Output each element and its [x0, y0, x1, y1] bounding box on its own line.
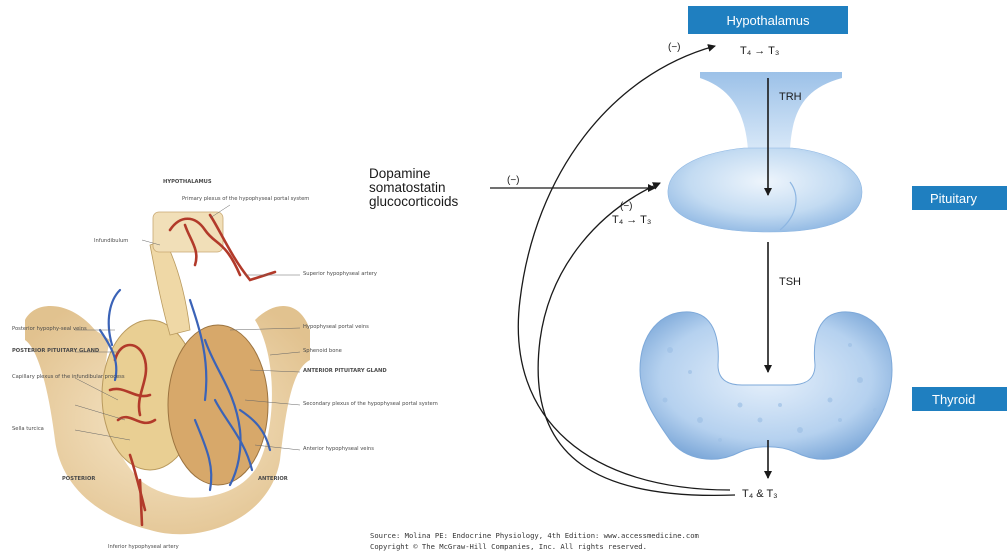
- inhibitor-glucocorticoids: glucocorticoids: [369, 194, 459, 209]
- pituitary-stalk-shape: [700, 72, 842, 150]
- output-hormones: T₄ & T₃: [742, 488, 778, 500]
- infundibulum-label: Infundibulum: [94, 238, 128, 244]
- pit-feedback-sign: (−): [620, 201, 633, 212]
- inhibitor-dopamine: Dopamine: [369, 166, 431, 181]
- primary-plexus-label: Primary plexus of the hypophyseal portal…: [182, 196, 309, 202]
- anterior-gland-label: ANTERIOR PITUITARY GLAND: [303, 368, 387, 374]
- posterior-gland-label: POSTERIOR PITUITARY GLAND: [12, 348, 100, 354]
- thyroid-feedback-diagram: Hypothalamus (−) T₄ → T₃ TRH Pituitary D…: [369, 6, 1007, 551]
- trh-label: TRH: [779, 91, 802, 103]
- secondary-plexus-label: Secondary plexus of the hypophyseal port…: [303, 401, 438, 407]
- pit-conversion-text: T₄ → T₃: [612, 214, 651, 226]
- top-conversion-text: T₄ → T₃: [740, 45, 779, 57]
- top-feedback-sign: (−): [668, 42, 681, 53]
- superior-artery-label: Superior hypophyseal artery: [303, 271, 377, 277]
- capillary-plexus-label: Capillary plexus of the infundibular pro…: [12, 374, 125, 380]
- hypothalamus-bar-text: Hypothalamus: [726, 13, 810, 28]
- anterior-veins-label: Anterior hypophyseal veins: [303, 446, 374, 452]
- sella-turcica-label: Sella turcica: [12, 426, 44, 432]
- portal-veins-label: Hypophyseal portal veins: [303, 324, 369, 330]
- source-line-2: Copyright © The McGraw-Hill Companies, I…: [370, 542, 647, 551]
- posterior-direction-label: POSTERIOR: [62, 476, 95, 482]
- posterior-veins-label: Posterior hypophy-seal veins: [12, 326, 87, 332]
- inhibitor-somatostatin: somatostatin: [369, 180, 446, 195]
- thyroid-bar-text: Thyroid: [932, 392, 975, 407]
- pituitary-gland-shape: [668, 148, 862, 232]
- pituitary-bar-text: Pituitary: [930, 191, 977, 206]
- source-line-1: Source: Molina PE: Endocrine Physiology,…: [370, 531, 699, 540]
- tsh-label: TSH: [779, 276, 801, 288]
- thyroid-gland-shape: [640, 312, 892, 459]
- inhibitor-sign: (−): [507, 175, 520, 186]
- inferior-artery-label: Inferior hypophyseal artery: [108, 544, 179, 550]
- sphenoid-label: Sphenoid bone: [303, 348, 342, 354]
- anterior-direction-label: ANTERIOR: [258, 476, 288, 482]
- hypothalamus-label: HYPOTHALAMUS: [163, 179, 212, 185]
- pituitary-anatomy-illustration: HYPOTHALAMUS Primary plexus of the hypop…: [12, 179, 438, 550]
